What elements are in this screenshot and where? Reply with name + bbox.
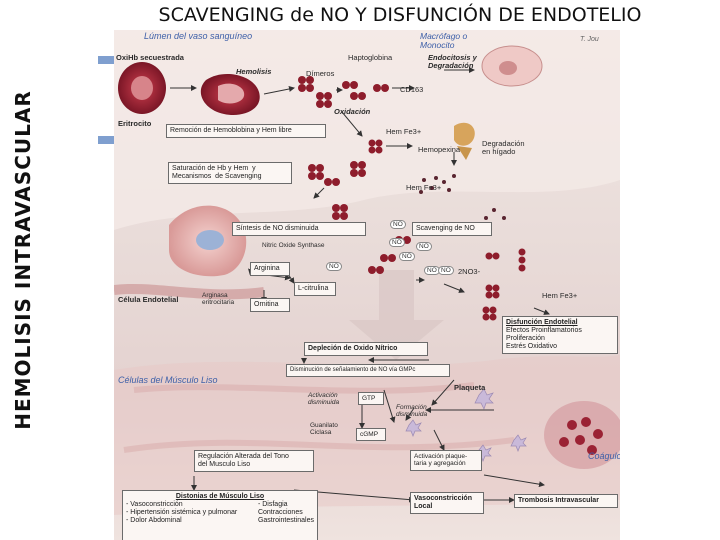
free-heme-dots [419, 174, 506, 220]
accent-bar-bottom [98, 136, 114, 144]
hem-fe3-a-label: Hem Fe3+ [386, 127, 422, 136]
no-molecule-4: NO [399, 252, 415, 261]
platelet-activation-box: Activación plaque- taria y agregación [410, 450, 482, 471]
hemolysis-label: Hemolisis [236, 67, 272, 76]
dysfunction-item: Estrés Oxidativo [506, 343, 557, 351]
dimers-label: Dímeros [306, 69, 335, 78]
dystonia-item: - Vasoconstricción [126, 501, 183, 509]
dysfunction-item: Efectos Proinflamatorios [506, 327, 582, 335]
haptoglobin-label: Haptoglobina [348, 53, 393, 62]
dystonia-item: Gastrointestinales [257, 517, 314, 525]
liver-degradation-label: Degradación en hígado [482, 139, 525, 157]
hemopexin-label: Hemopexina [418, 145, 461, 154]
decreased-formation-label: Formación disminuida [396, 404, 428, 419]
cd163-label: CD163 [400, 85, 424, 94]
no-molecule-3: NO [416, 242, 432, 251]
dystonia-item: Contracciones [257, 509, 303, 517]
slide-title: SCAVENGING de NO Y DISFUNCIÓN DE ENDOTEL… [158, 4, 642, 26]
local-vasoconstriction-box: Vasoconstricción Local [410, 492, 484, 515]
dysfunction-item: Proliferación [506, 335, 545, 343]
hemolysis-diagram: Lúmen del vaso sanguíneo Macrófago o Mon… [114, 30, 620, 540]
cgmp-signalling-box: Disminución de señalamiento de NO vía GM… [286, 364, 450, 377]
saturation-box: Saturación de Hb y Hem y Mecanismos de S… [168, 162, 292, 185]
macrophage-label: Macrófago o Monocito [420, 31, 468, 51]
right-margin [620, 30, 720, 540]
endothelial-dysfunction-box: Disfunción Endotelial Efectos Proinflama… [502, 316, 618, 355]
hb-dimers [298, 76, 526, 328]
dystonia-item: - Hipertensión sistémica y pulmonar [126, 509, 238, 517]
no-depletion-box: Depleción de Oxido Nítrico [304, 342, 428, 357]
hemopexin-shape [454, 122, 475, 146]
clot-label: Coágulo [588, 451, 620, 461]
accent-bar-top [98, 56, 114, 64]
nitrate-label: 2NO3- [458, 267, 481, 276]
dystonia-right-list: - Disfagia Contracciones Gastrointestina… [258, 501, 314, 525]
central-arrow [349, 270, 444, 360]
lumen-label: Lúmen del vaso sanguíneo [144, 31, 253, 41]
hb-removal-box: Remoción de Hemoblobina y Hem libre [166, 124, 326, 139]
arginine-box: Arginina [250, 262, 290, 277]
dystonia-title: Distonias de Músculo Liso [175, 493, 265, 500]
clot [544, 401, 620, 469]
dystonia-item: - Disfagia [257, 501, 288, 509]
no-molecule-6: NO [438, 266, 454, 275]
oxidation-label: Oxidación [334, 107, 371, 116]
intravascular-thrombosis-box: Trombosis Intravascular [514, 494, 618, 509]
artist-signature: T. Jou [580, 36, 599, 43]
guanylate-cyclase-label: Guanilato Ciclasa [310, 422, 338, 437]
hem-fe3-c-label: Hem Fe3+ [542, 291, 578, 300]
no-scavenging-box: Scavenging de NO [412, 222, 492, 237]
no-molecule-2: NO [389, 238, 405, 247]
platelets [405, 388, 527, 462]
smooth-muscle-dystonia-box: Distonias de Músculo Liso - Vasoconstric… [122, 490, 318, 540]
side-title: HEMOLISIS INTRAVASCULAR [11, 90, 35, 430]
gtp-box: GTP [358, 392, 384, 406]
decreased-activation-label: Activación disminuida [308, 392, 340, 407]
tone-regulation-box: Regulación Alterada del Tono del Musculo… [194, 450, 314, 473]
endothelial-cell-label: Célula Endotelial [118, 295, 179, 304]
oxihb-label: OxiHb secuestrada [116, 53, 184, 62]
ornithine-box: Ornitina [250, 298, 290, 313]
arginase-label: Arginasa eritrocitaria [202, 292, 235, 307]
dystonia-left-list: - Vasoconstricción - Hipertensión sistém… [126, 501, 237, 525]
smooth-muscle-label: Células del Músculo Liso [118, 375, 218, 385]
no-molecule-1: NO [390, 220, 406, 229]
no-molecule-7: NO [326, 262, 342, 271]
no-synthesis-box: Síntesis de NO disminuida [232, 222, 366, 237]
cgmp-box: cGMP [356, 428, 386, 442]
hem-fe3-b-label: Hem Fe3+ [406, 183, 442, 192]
platelet-label: Plaqueta [454, 383, 486, 392]
endothelial-dysfunction-title: Disfunción Endotelial [506, 319, 578, 326]
nos-label: Nitric Oxide Synthase [262, 242, 325, 249]
citrulline-box: L-citrulina [294, 282, 336, 297]
dystonia-item: - Dolor Abdominal [126, 517, 182, 525]
endocytosis-label: Endocitosis y Degradación [428, 53, 477, 71]
erythrocyte-label: Eritrocito [118, 119, 152, 128]
